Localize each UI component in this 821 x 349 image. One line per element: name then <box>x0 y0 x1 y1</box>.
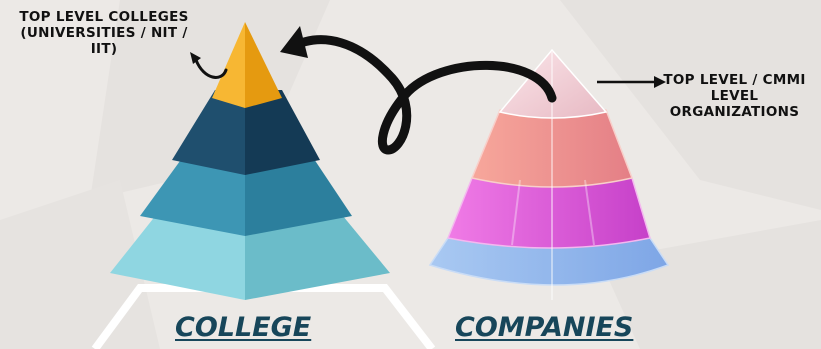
college-caption: college <box>175 312 312 343</box>
college-tier-1-left <box>212 22 245 108</box>
college-tier-4-right <box>245 210 390 300</box>
college-tier-2-left <box>172 90 245 175</box>
companies-tier-2 <box>470 109 634 188</box>
college-tier-1-right <box>245 22 282 108</box>
top-companies-label: top level / cmmi level organizations <box>663 72 806 120</box>
college-tier-2-right <box>245 90 320 175</box>
right-arrow-icon <box>597 76 666 88</box>
top-colleges-label: Top level colleges (universities / nit /… <box>19 9 189 57</box>
curved-arrow-icon <box>280 26 557 155</box>
college-tier-3-left <box>140 150 245 236</box>
companies-tier-1 <box>498 48 608 119</box>
small-curved-arrow-icon <box>190 52 228 79</box>
college-tier-3-right <box>245 150 352 236</box>
companies-caption: companies <box>455 312 634 343</box>
college-tier-4-left <box>110 210 245 300</box>
college-pyramid <box>110 22 390 300</box>
companies-pyramid <box>428 48 670 300</box>
